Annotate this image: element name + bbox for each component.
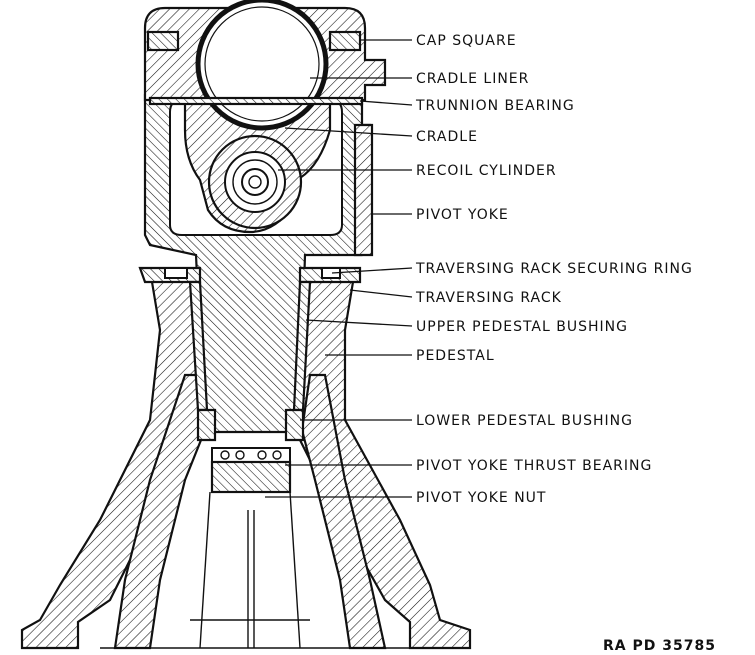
pivot-yoke-nut <box>210 460 292 494</box>
label-pivot-yoke: PIVOT YOKE <box>416 207 509 223</box>
label-pivot-yoke-nut: PIVOT YOKE NUT <box>416 490 546 506</box>
label-pivot-yoke-thrust-bearing: PIVOT YOKE THRUST BEARING <box>416 458 652 474</box>
leader-lines <box>265 39 413 498</box>
label-lower-pedestal-bushing: LOWER PEDESTAL BUSHING <box>416 413 633 429</box>
label-pedestal: PEDESTAL <box>416 348 495 364</box>
label-cradle-liner: CRADLE LINER <box>416 71 529 87</box>
reference-code: RA PD 35785 <box>603 638 716 654</box>
pivot-yoke-thrust-bearing <box>211 447 291 463</box>
lower-pedestal-bushing <box>196 408 305 442</box>
label-upper-pedestal-bushing: UPPER PEDESTAL BUSHING <box>416 319 628 335</box>
cradle-liner <box>195 0 329 131</box>
label-recoil-cylinder: RECOIL CYLINDER <box>416 163 557 179</box>
label-traversing-rack-securing-ring: TRAVERSING RACK SECURING RING <box>415 261 693 277</box>
label-cradle: CRADLE <box>416 129 478 145</box>
trunnion-bearing <box>148 96 364 106</box>
label-trunnion-bearing: TRUNNION BEARING <box>415 98 575 114</box>
pedestal-base <box>20 268 472 650</box>
label-cap-square: CAP SQUARE <box>416 33 517 49</box>
recoil-cylinder <box>207 134 303 230</box>
label-traversing-rack: TRAVERSING RACK <box>415 290 562 306</box>
callout-labels: CAP SQUARE CRADLE LINER TRUNNION BEARING… <box>415 33 693 506</box>
